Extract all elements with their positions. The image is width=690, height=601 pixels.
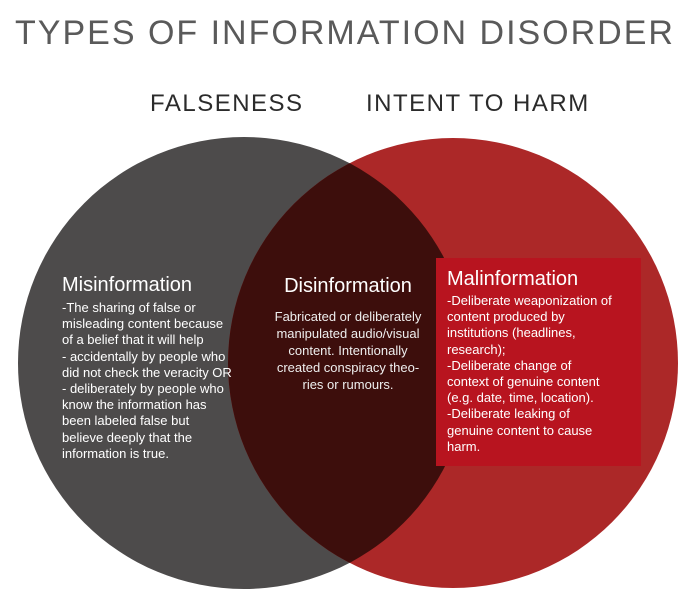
disinformation-description: Fabricated or deliberately manipulated a…	[274, 309, 422, 392]
misinformation-heading: Misinformation	[62, 274, 193, 296]
misinformation-description: -The sharing of false or misleading cont…	[62, 300, 232, 461]
disinformation-heading: Disinformation	[284, 275, 412, 297]
falseness-label: FALSENESS	[150, 90, 304, 117]
malinformation-box	[436, 258, 641, 466]
diagram-title: TYPES OF INFORMATION DISORDER	[15, 14, 675, 52]
disinformation-region: Disinformation Fabricated or deliberatel…	[262, 275, 434, 393]
misinformation-region: Misinformation -The sharing of false or …	[62, 274, 252, 462]
intent-to-harm-label: INTENT TO HARM	[366, 90, 590, 117]
malinformation-region: Malinformation -Deliberate weaponization…	[447, 268, 639, 455]
malinformation-description: -Deliberate weaponization of content pro…	[447, 293, 612, 454]
malinformation-heading: Malinformation	[447, 268, 579, 290]
